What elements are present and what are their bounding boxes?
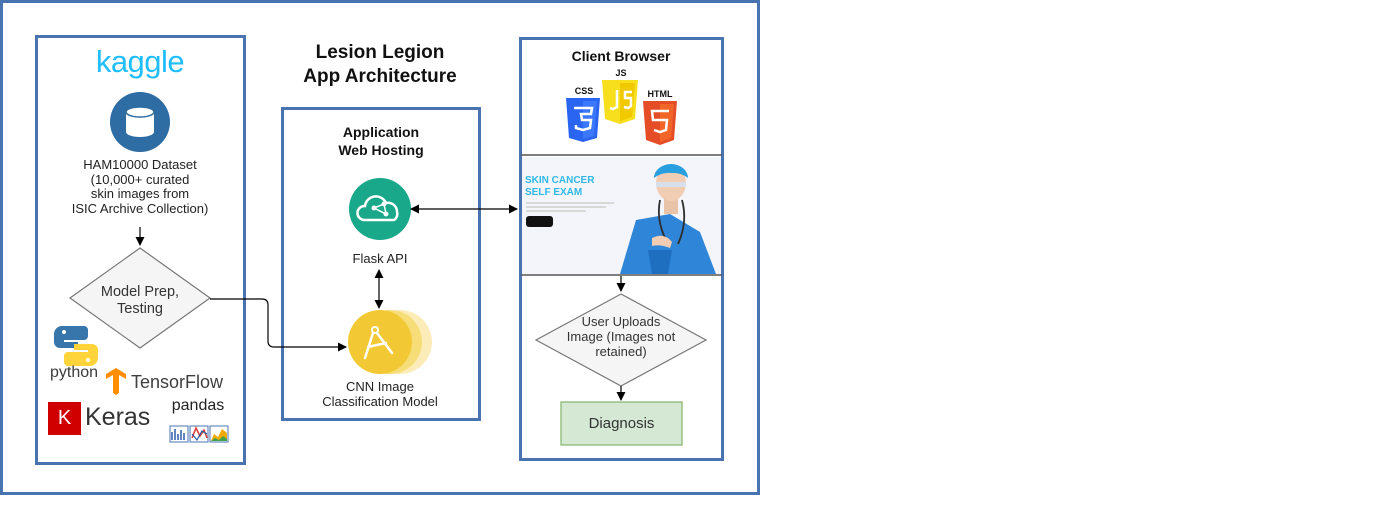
- outer-frame: [0, 0, 760, 495]
- python-logo-text: python: [49, 364, 99, 381]
- flask-api-label: Flask API: [352, 251, 408, 266]
- js-badge-icon: [602, 80, 638, 124]
- hero-body-text: [526, 202, 614, 214]
- tensorflow-logo-text: TensorFlow: [131, 372, 224, 392]
- diagnosis-box: [560, 401, 683, 446]
- cloud-network-icon: [349, 178, 411, 240]
- keras-icon: [48, 402, 81, 435]
- hero-cta-button[interactable]: [526, 216, 553, 227]
- dataset-label: HAM10000 Dataset (10,000+ curated skin i…: [71, 157, 209, 217]
- pandas-charts-icon: [169, 425, 229, 443]
- client-title: Client Browser: [571, 48, 671, 64]
- web-app-screenshot: [522, 157, 721, 274]
- data-panel: [35, 35, 246, 465]
- keras-logo-text: Keras: [85, 403, 151, 431]
- diagram-title: Lesion Legion App Architecture: [280, 42, 480, 88]
- hero-title: SKIN CANCER SELF EXAM: [525, 175, 595, 198]
- compass-icon: [348, 310, 432, 374]
- client-panel: [519, 37, 724, 461]
- pandas-logo-text: pandas: [171, 397, 225, 414]
- model-prep-diamond: [68, 247, 212, 349]
- html-badge-label: HTML: [647, 89, 673, 99]
- title-line-2: App Architecture: [303, 65, 457, 87]
- database-icon: [110, 92, 170, 152]
- upload-label: User Uploads Image (Images not retained): [566, 314, 676, 359]
- python-icon: [54, 326, 98, 366]
- hosting-title: Application Web Hosting: [338, 124, 424, 159]
- css-badge-label: CSS: [574, 86, 594, 96]
- diagnosis-label: Diagnosis: [588, 415, 655, 432]
- arrow-prep-to-cnn: [210, 298, 347, 352]
- css-badge-icon: [566, 98, 600, 142]
- hosting-panel: [281, 107, 481, 421]
- title-line-1: Lesion Legion: [315, 42, 445, 63]
- js-badge-label: JS: [615, 68, 627, 78]
- html-badge-icon: [643, 101, 677, 145]
- tensorflow-icon: [106, 368, 126, 395]
- keras-mark: K: [57, 407, 72, 429]
- model-prep-label: Model Prep, Testing: [100, 284, 180, 317]
- cnn-model-label: CNN Image Classification Model: [322, 379, 438, 409]
- kaggle-logo: kaggle: [95, 44, 185, 79]
